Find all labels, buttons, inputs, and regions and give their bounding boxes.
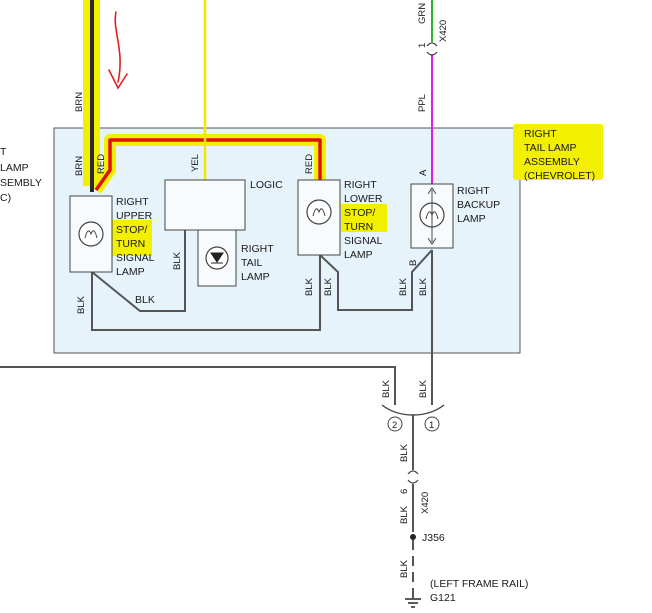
wire-label-blk-upper-lamp: BLK bbox=[76, 295, 87, 314]
wire-label-ppl: PPL bbox=[417, 94, 428, 112]
upper-lamp-label-line-6: LAMP bbox=[116, 266, 145, 278]
assembly-name-line-4: (CHEVROLET) bbox=[524, 170, 595, 182]
lower-lamp-label-highlight bbox=[341, 204, 387, 232]
backup-lamp-label-line-2: BACKUP bbox=[457, 199, 500, 211]
tail-lamp-label-line-3: LAMP bbox=[241, 271, 270, 283]
lower-lamp-filament bbox=[312, 208, 326, 217]
lower-lamp-ground-wire bbox=[319, 249, 433, 311]
annotation-arrow bbox=[108, 11, 128, 90]
backup-lamp-arrow bbox=[427, 187, 437, 245]
lower-lamp-label-line-2: LOWER bbox=[344, 193, 383, 205]
backup-pin-a: A bbox=[418, 169, 429, 176]
splice-left-circle bbox=[387, 416, 403, 432]
splice-right-number: 1 bbox=[429, 420, 434, 431]
wire-label-blk-split-left: BLK bbox=[381, 379, 392, 398]
upper-lamp-label-highlight bbox=[110, 220, 152, 256]
backup-lamp-label-line-1: RIGHT bbox=[457, 185, 490, 197]
left-assembly-label-line-4: C) bbox=[0, 192, 11, 204]
wire-label-blk-lower-connector: BLK bbox=[399, 505, 410, 524]
left-assembly-label-line-3: SEMBLY bbox=[0, 177, 42, 189]
wire-label-blk-backup-a: BLK bbox=[398, 277, 409, 296]
wire-label-blk-tail: BLK bbox=[172, 251, 183, 270]
wire-label-red-lower: RED bbox=[304, 154, 315, 174]
assembly-name-line-1: RIGHT bbox=[524, 128, 557, 140]
wire-label-blk-ground: BLK bbox=[399, 559, 410, 578]
tail-lamp-label-line-2: TAIL bbox=[241, 257, 263, 269]
wire-label-grn: GRN bbox=[417, 3, 428, 24]
upper-lamp-label-line-3: STOP/ bbox=[116, 224, 147, 236]
left-assembly-label-line-1: T bbox=[0, 146, 7, 158]
wire-label-brn-top: BRN bbox=[74, 92, 85, 112]
wire-label-blk-bottom: BLK bbox=[135, 294, 155, 306]
wire-label-blk-backup-b: BLK bbox=[418, 277, 429, 296]
tail-lamp-led-symbol bbox=[210, 252, 224, 264]
upper-lamp-label-line-4: TURN bbox=[116, 238, 145, 250]
ground-id-label: G121 bbox=[430, 592, 456, 604]
logic-module-box bbox=[164, 179, 246, 231]
junction-label: J356 bbox=[422, 532, 445, 544]
upper-lamp-label-line-5: SIGNAL bbox=[116, 252, 155, 264]
lower-lamp-label-line-3: STOP/ bbox=[344, 207, 375, 219]
wire-label-blk-lower-b: BLK bbox=[323, 277, 334, 296]
junction-dot bbox=[410, 534, 416, 540]
lower-lamp-label-line-1: RIGHT bbox=[344, 179, 377, 191]
bottom-connector-pin: 6 bbox=[399, 489, 410, 494]
tail-lamp-label-line-1: RIGHT bbox=[241, 243, 274, 255]
red-wire-trace bbox=[94, 138, 322, 192]
left-assembly-label-line-2: LAMP bbox=[0, 162, 29, 174]
upper-lamp-label-line-2: UPPER bbox=[116, 210, 153, 222]
splice-shape bbox=[381, 404, 445, 416]
bottom-connector-symbol bbox=[407, 470, 419, 484]
upper-lamp-ground-wire bbox=[91, 255, 321, 331]
backup-lamp-label-line-3: LAMP bbox=[457, 213, 486, 225]
splice-left-number: 2 bbox=[392, 420, 397, 431]
bottom-connector-id: X420 bbox=[420, 492, 431, 514]
wire-label-red-upper: RED bbox=[96, 154, 107, 174]
assembly-name-highlight bbox=[513, 124, 603, 180]
lower-lamp-label-line-5: SIGNAL bbox=[344, 235, 383, 247]
left-ground-wire bbox=[0, 366, 396, 405]
top-connector-id: X420 bbox=[438, 20, 449, 42]
lower-lamp-label-line-4: TURN bbox=[344, 221, 373, 233]
upper-lamp-diagonal-wire bbox=[91, 228, 186, 312]
assembly-name-line-3: ASSEMBLY bbox=[524, 156, 580, 168]
lower-lamp-label-line-6: LAMP bbox=[344, 249, 373, 261]
assembly-name-line-2: TAIL LAMP bbox=[524, 142, 577, 154]
splice-right-circle bbox=[424, 416, 440, 432]
top-connector-symbol bbox=[426, 42, 438, 56]
wire-label-brn-inner: BRN bbox=[74, 156, 85, 176]
top-connector-pin: 1 bbox=[417, 43, 428, 48]
wire-label-blk-lower-a: BLK bbox=[304, 277, 315, 296]
upper-lamp-label-line-1: RIGHT bbox=[116, 196, 149, 208]
wire-label-blk-split-right: BLK bbox=[418, 379, 429, 398]
wire-label-yel: YEL bbox=[190, 154, 201, 172]
wire-label-blk-mid: BLK bbox=[399, 443, 410, 462]
ground-location-label: (LEFT FRAME RAIL) bbox=[430, 578, 528, 590]
backup-pin-b: B bbox=[408, 260, 419, 266]
upper-lamp-filament bbox=[84, 230, 98, 239]
logic-label: LOGIC bbox=[250, 179, 283, 191]
